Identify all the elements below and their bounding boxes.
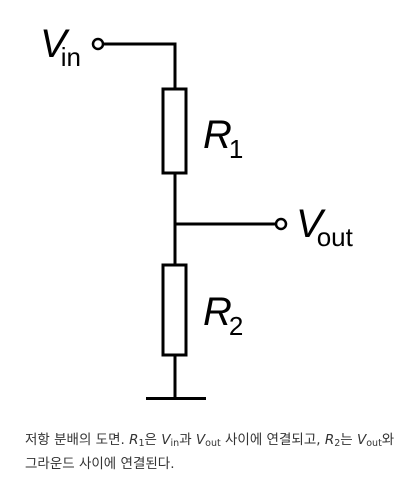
- voltage-divider-diagram: Vin R1 Vout R2: [40, 22, 354, 400]
- vin-label: Vin: [40, 22, 81, 72]
- caption-vout: V: [356, 432, 367, 448]
- caption-text: 은: [144, 432, 162, 448]
- caption-text: 는: [340, 432, 357, 448]
- caption-r2: R: [324, 432, 335, 448]
- caption-vout-sub: out: [366, 438, 382, 449]
- r1-label: R1: [203, 113, 243, 164]
- vout-terminal: [274, 217, 288, 231]
- figure-caption: 저항 분배의 도면. R1은 Vin과 Vout 사이에 연결되고, R2는 V…: [25, 428, 395, 476]
- resistor-r1: [161, 87, 188, 175]
- caption-text: 저항 분배의 도면.: [25, 432, 130, 448]
- caption-vin: V: [161, 432, 171, 448]
- ground-symbol: [146, 397, 206, 400]
- caption-text: 와 그라운드 사이에 연결된다.: [25, 432, 395, 472]
- caption-r1: R: [129, 432, 139, 448]
- caption-r2-sub: 2: [334, 438, 341, 449]
- resistor-r2: [161, 263, 188, 357]
- caption-vout-sub: out: [205, 438, 221, 449]
- vout-label: Vout: [296, 202, 354, 252]
- caption-vout: V: [195, 432, 206, 448]
- vin-terminal: [91, 37, 105, 51]
- caption-r1-sub: 1: [138, 438, 145, 449]
- r2-label: R2: [203, 290, 243, 341]
- caption-text: 과: [179, 432, 196, 448]
- caption-vin-sub: in: [170, 438, 180, 449]
- caption-text: 사이에 연결되고,: [220, 432, 325, 448]
